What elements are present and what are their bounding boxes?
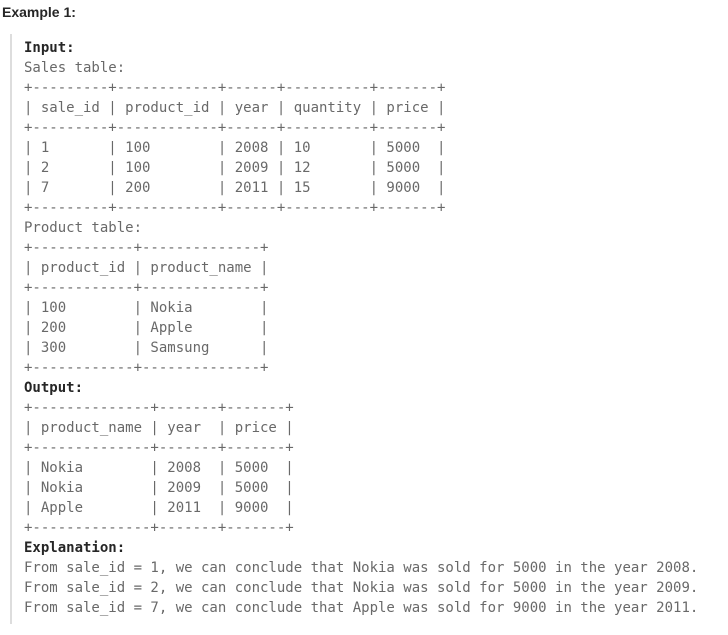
- sales-table-caption: Sales table:: [24, 60, 126, 76]
- product-ascii-table: +------------+--------------+ | product_…: [24, 240, 269, 376]
- example-block: Input: Sales table: +---------+-----------…: [10, 34, 728, 624]
- output-ascii-table: +--------------+-------+-------+ | produ…: [24, 400, 294, 536]
- explanation-text: From sale_id = 1, we can conclude that N…: [24, 560, 699, 616]
- product-table-caption: Product table:: [24, 220, 143, 236]
- output-label: Output:: [24, 380, 84, 396]
- input-label: Input:: [24, 40, 75, 56]
- example-heading: Example 1:: [2, 4, 76, 20]
- explanation-label: Explanation:: [24, 540, 126, 556]
- sales-ascii-table: +---------+------------+------+---------…: [24, 80, 446, 216]
